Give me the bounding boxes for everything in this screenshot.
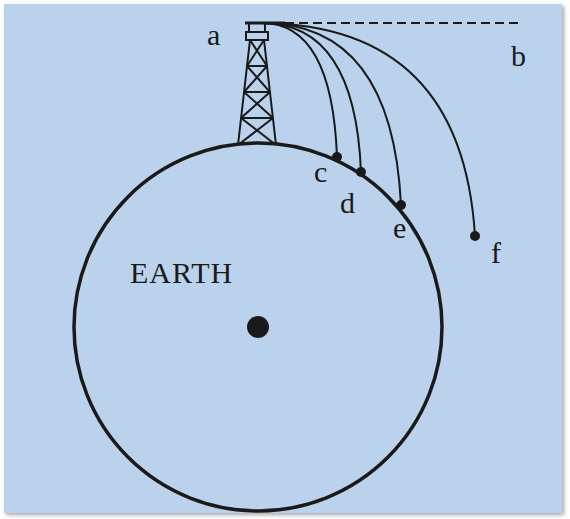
point-label: c	[314, 157, 327, 187]
point-label: f	[491, 238, 501, 268]
point-label: a	[207, 20, 220, 50]
earth-circle: EARTH	[72, 141, 444, 513]
earth-outline	[72, 141, 444, 513]
tower-symbol	[238, 23, 285, 145]
dashed-line	[285, 22, 522, 24]
point-label: b	[511, 41, 526, 71]
point-label: d	[340, 188, 355, 218]
background-panel: EARTH a b cd e f	[4, 4, 562, 513]
node-label: EARTH	[130, 258, 233, 288]
center-dot	[247, 316, 269, 338]
point-label: e	[393, 213, 406, 243]
trajectory-curve	[262, 23, 475, 236]
